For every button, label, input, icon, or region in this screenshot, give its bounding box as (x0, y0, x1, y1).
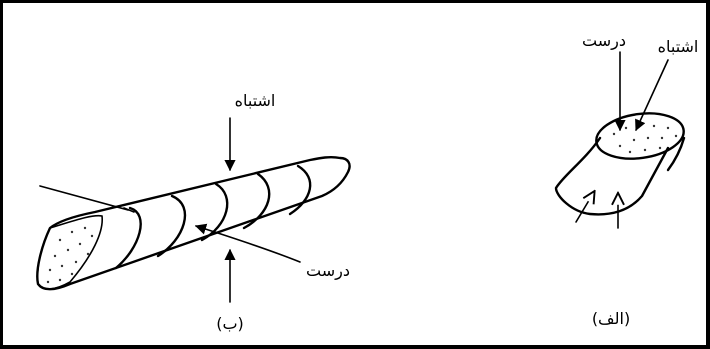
long-bar-end-face (38, 216, 103, 289)
long-bar-group (37, 118, 349, 302)
right-caption: (الف) (592, 309, 630, 328)
short-bar-group (556, 52, 687, 228)
long-bar-outline (37, 157, 349, 289)
right-label-wrong: اشتباه (658, 37, 699, 56)
cylinder-top-face (593, 108, 686, 164)
left-label-correct: درست (306, 261, 350, 281)
long-bar-end-dots (47, 227, 93, 283)
left-caption: (ب) (216, 314, 244, 333)
left-pointer-line (40, 186, 128, 210)
bottom-arrow-left (576, 192, 594, 222)
right-label-correct: درست (582, 31, 626, 51)
left-label-wrong: اشتباه (235, 91, 276, 110)
rib-2 (158, 196, 185, 256)
correct-pointer-line (196, 226, 300, 262)
wrong-arrow-right (636, 60, 668, 130)
cylinder-right-edge (668, 138, 684, 170)
rib-4 (244, 174, 269, 228)
cylinder-body (556, 138, 668, 214)
rib-1 (116, 208, 141, 268)
